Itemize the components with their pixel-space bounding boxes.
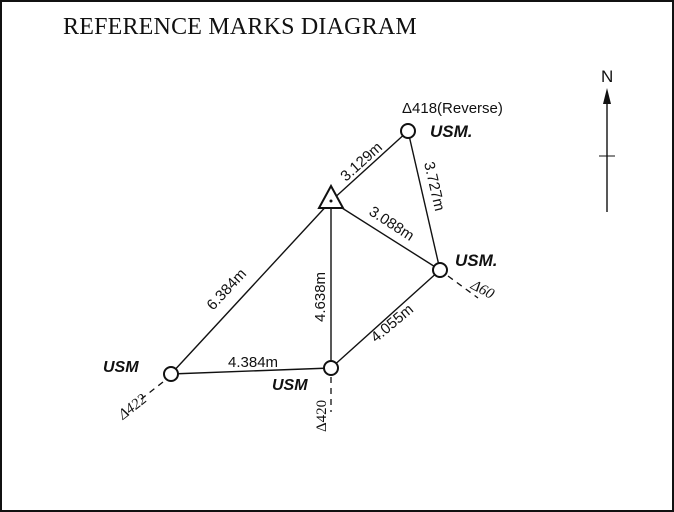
mark-label-right: USM.	[455, 251, 498, 270]
mark-label-top-right: USM.	[430, 122, 473, 141]
distance-tri-bottom: 4.638m	[312, 272, 329, 322]
page-title: REFERENCE MARKS DIAGRAM	[63, 14, 417, 40]
survey-lines	[170, 130, 441, 375]
line-top-right-right	[407, 130, 441, 271]
distance-bottom-right: 4.055m	[368, 301, 417, 346]
mark-label-left: USM	[103, 359, 139, 376]
mark-ref-right: Δ60	[467, 277, 497, 303]
line-bottom-right	[330, 269, 441, 369]
distance-tri-left: 6.384m	[203, 266, 250, 314]
mark-ref-bottom: Δ420	[314, 400, 330, 432]
line-tri-top-right	[330, 130, 409, 202]
mark-circle-bottom	[323, 360, 339, 376]
line-tri-right	[330, 200, 441, 271]
distance-tri-right: 3.088m	[366, 203, 417, 245]
north-label: N	[601, 67, 613, 86]
north-arrow-icon	[599, 88, 615, 212]
line-left-bottom	[170, 367, 332, 375]
mark-ref-top-right: Δ418(Reverse)	[402, 100, 503, 117]
line-tri-left	[170, 200, 332, 375]
mark-circle-top-right	[400, 123, 416, 139]
mark-circle-right	[432, 262, 448, 278]
mark-label-bottom: USM	[272, 377, 308, 394]
triangulation-station-icon	[317, 183, 345, 209]
extension-left	[139, 381, 164, 401]
distance-tri-top-right: 3.129m	[337, 139, 386, 185]
reference-extensions	[139, 275, 479, 412]
mark-circle-left	[163, 366, 179, 382]
distance-left-bottom: 4.384m	[228, 354, 278, 371]
